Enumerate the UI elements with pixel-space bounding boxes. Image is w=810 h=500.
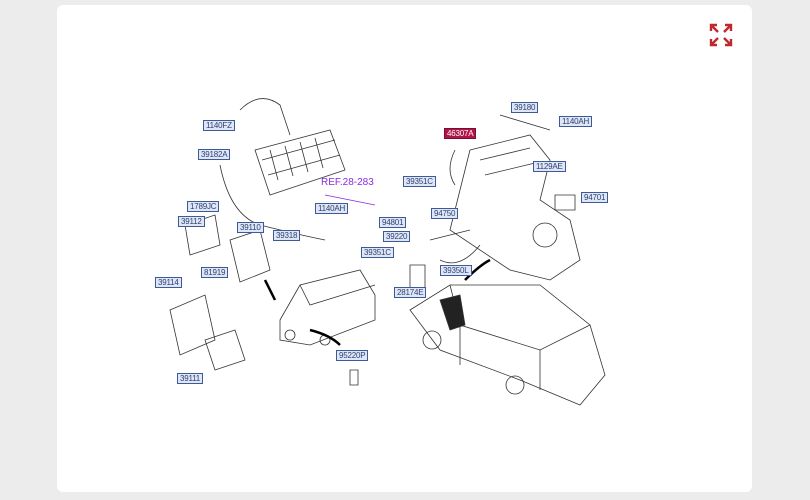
part-label-39351C-2[interactable]: 39351C — [361, 247, 394, 258]
intake-manifold-drawing — [219, 98, 376, 241]
part-label-39112[interactable]: 39112 — [178, 216, 205, 227]
expand-icon[interactable] — [708, 22, 734, 48]
part-label-1789JC[interactable]: 1789JC — [187, 201, 220, 212]
part-label-28174E[interactable]: 28174E — [394, 287, 427, 298]
reference-label[interactable]: REF.28-283 — [321, 177, 374, 188]
part-label-39180[interactable]: 39180 — [511, 102, 539, 113]
part-label-46307A[interactable]: 46307A — [444, 128, 477, 139]
engine-drawing — [409, 114, 581, 291]
part-label-39110[interactable]: 39110 — [237, 222, 264, 233]
part-label-95220P[interactable]: 95220P — [336, 350, 369, 361]
large-van-drawing — [409, 258, 606, 406]
part-label-39220[interactable]: 39220 — [383, 231, 411, 242]
part-label-39114[interactable]: 39114 — [155, 277, 182, 288]
part-label-1129AE[interactable]: 1129AE — [533, 161, 566, 172]
part-label-39351C[interactable]: 39351C — [403, 176, 436, 187]
part-label-39318[interactable]: 39318 — [273, 230, 301, 241]
part-label-81919[interactable]: 81919 — [201, 267, 229, 278]
part-label-1140FZ[interactable]: 1140FZ — [203, 120, 235, 131]
part-label-94750[interactable]: 94750 — [431, 208, 459, 219]
part-label-94801[interactable]: 94801 — [379, 217, 407, 228]
part-label-94701[interactable]: 94701 — [581, 192, 609, 203]
part-label-1140AH-2[interactable]: 1140AH — [559, 116, 593, 127]
diagram-card — [57, 5, 752, 492]
ecu-drawing — [169, 214, 271, 371]
part-label-39350L[interactable]: 39350L — [440, 265, 472, 276]
part-label-1140AH[interactable]: 1140AH — [315, 203, 349, 214]
part-label-39111[interactable]: 39111 — [177, 373, 204, 384]
small-van-drawing — [263, 269, 376, 386]
part-label-39182A[interactable]: 39182A — [198, 149, 231, 160]
